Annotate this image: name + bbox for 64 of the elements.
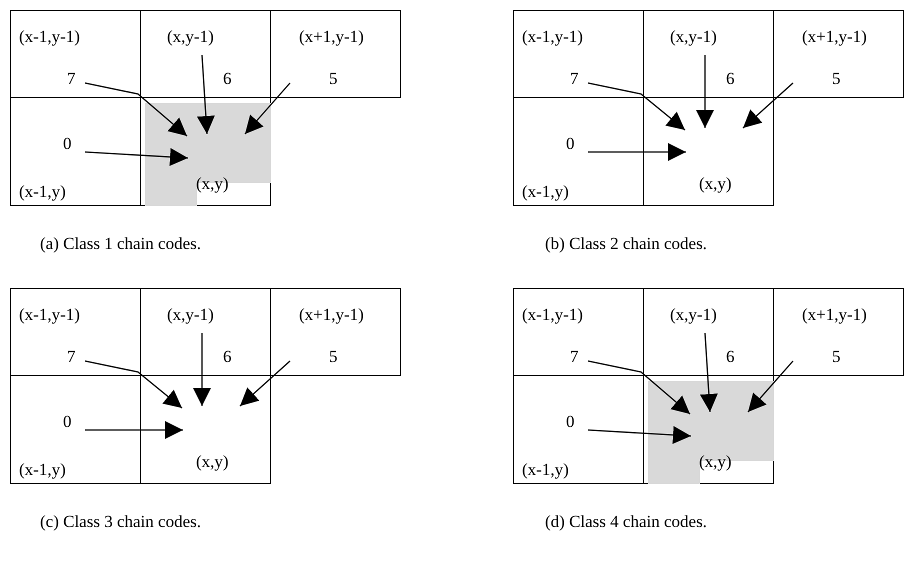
coordinate-label: (x+1,y-1) bbox=[802, 306, 867, 323]
chain-code-number: 7 bbox=[570, 70, 578, 87]
chain-code-number: 5 bbox=[329, 348, 338, 365]
grid-cell bbox=[643, 97, 774, 206]
arrow bbox=[193, 333, 211, 406]
grid-cell bbox=[10, 97, 141, 206]
chain-code-number: 7 bbox=[67, 348, 76, 365]
coordinate-label: (x,y) bbox=[699, 453, 732, 470]
chain-code-number: 7 bbox=[570, 348, 578, 365]
caption: (b) Class 2 chain codes. bbox=[545, 235, 707, 252]
coordinate-label: (x-1,y) bbox=[19, 461, 66, 478]
chain-code-number: 5 bbox=[329, 70, 338, 87]
grid-cell bbox=[773, 288, 904, 376]
grid-cell bbox=[270, 10, 401, 98]
caption: (a) Class 1 chain codes. bbox=[40, 235, 201, 252]
coordinate-label: (x-1,y-1) bbox=[19, 306, 80, 323]
chain-code-number: 0 bbox=[566, 135, 574, 152]
grid-cell bbox=[10, 10, 141, 98]
coordinate-label: (x-1,y-1) bbox=[19, 28, 80, 45]
chain-code-number: 0 bbox=[63, 413, 72, 430]
arrow bbox=[748, 360, 794, 412]
chain-code-number: 6 bbox=[726, 70, 734, 87]
grid-cell bbox=[513, 10, 644, 98]
grid-cell bbox=[10, 288, 141, 376]
chain-code-number: 0 bbox=[566, 413, 574, 430]
coordinate-label: (x-1,y) bbox=[522, 183, 569, 200]
arrow bbox=[84, 148, 188, 166]
chain-code-number: 7 bbox=[67, 70, 76, 87]
grid-cell bbox=[513, 97, 644, 206]
coordinate-label: (x,y) bbox=[699, 175, 732, 192]
caption: (c) Class 3 chain codes. bbox=[40, 513, 201, 530]
coordinate-label: (x-1,y) bbox=[522, 461, 569, 478]
coordinate-label: (x+1,y-1) bbox=[802, 28, 867, 45]
grid-cell bbox=[270, 288, 401, 376]
coordinate-label: (x,y) bbox=[196, 175, 229, 192]
chain-code-number: 0 bbox=[63, 135, 72, 152]
coordinate-label: (x,y-1) bbox=[167, 306, 214, 323]
caption: (d) Class 4 chain codes. bbox=[545, 513, 707, 530]
arrow bbox=[588, 426, 692, 444]
coordinate-label: (x,y-1) bbox=[670, 306, 717, 323]
coordinate-label: (x+1,y-1) bbox=[299, 28, 364, 45]
arrow bbox=[700, 332, 718, 412]
chain-code-number: 5 bbox=[832, 70, 840, 87]
coordinate-label: (x-1,y-1) bbox=[522, 306, 583, 323]
grid-cell bbox=[513, 288, 644, 376]
coordinate-label: (x,y) bbox=[196, 453, 229, 470]
chain-code-number: 6 bbox=[223, 348, 232, 365]
chain-code-number: 6 bbox=[726, 348, 734, 365]
chain-code-number: 5 bbox=[832, 348, 840, 365]
chain-code-number: 6 bbox=[223, 70, 232, 87]
arrow bbox=[696, 55, 714, 128]
coordinate-label: (x-1,y) bbox=[19, 183, 66, 200]
coordinate-label: (x,y-1) bbox=[670, 28, 717, 45]
grid-cell bbox=[140, 375, 271, 484]
coordinate-label: (x,y-1) bbox=[167, 28, 214, 45]
grid-cell bbox=[773, 10, 904, 98]
arrow bbox=[244, 82, 290, 134]
arrow bbox=[196, 54, 215, 134]
grid-cell bbox=[10, 375, 141, 484]
coordinate-label: (x-1,y-1) bbox=[522, 28, 583, 45]
arrow bbox=[588, 143, 686, 161]
grid-cell bbox=[513, 375, 644, 484]
arrow bbox=[85, 421, 183, 439]
coordinate-label: (x+1,y-1) bbox=[299, 306, 364, 323]
